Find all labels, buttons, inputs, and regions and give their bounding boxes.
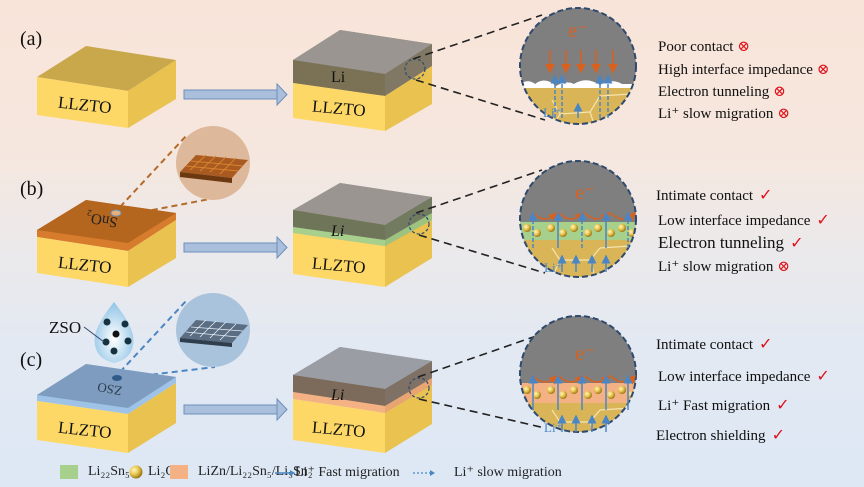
property-a-1: High interface impedance⊗ <box>658 62 830 78</box>
svg-text:LLZTO: LLZTO <box>311 418 366 442</box>
panel-a-label: (a) <box>20 28 42 50</box>
svg-text:LLZTO: LLZTO <box>311 254 366 278</box>
svg-text:e⁻: e⁻ <box>575 343 594 365</box>
process-arrow-a <box>183 82 288 107</box>
interface-zoom-a: e⁻ Li⁺ <box>519 7 637 125</box>
cross-icon: ⊗ <box>816 62 830 78</box>
cross-icon: ⊗ <box>737 39 750 55</box>
check-icon: ✓ <box>790 235 804 252</box>
dashed-arrow-icon <box>413 470 435 476</box>
property-c-2: Li⁺ Fast migration✓ <box>658 397 790 414</box>
property-a-3: Li⁺ slow migration⊗ <box>658 106 790 122</box>
check-icon: ✓ <box>776 397 790 414</box>
sno2-llzto-block: SnO₂ LLZTO <box>37 200 176 287</box>
property-b-0: Intimate contact✓ <box>656 187 773 204</box>
legend-label: Li⁺ slow migration <box>454 465 562 480</box>
cross-icon: ⊗ <box>777 259 790 275</box>
svg-text:Li⁺: Li⁺ <box>544 420 562 435</box>
svg-text:LLZTO: LLZTO <box>311 97 366 121</box>
check-icon: ✓ <box>771 427 785 444</box>
legend-label: LiZn/Li₂₂Sn₅/Li₅Sn₂ <box>198 464 313 479</box>
alloy-swatch <box>170 465 188 479</box>
zso-llzto-block: ZSO LLZTO <box>37 364 176 453</box>
svg-text:Li⁺: Li⁺ <box>543 105 561 120</box>
solid-arrow-icon <box>275 470 295 476</box>
li-llzto-block-a: Li LLZTO <box>293 30 432 131</box>
legend-label: Li₂₂Sn₅ <box>88 464 130 479</box>
property-b-1: Low interface impedance✓ <box>658 212 830 229</box>
legend-label: Li₂O <box>148 464 176 479</box>
legend-label: Li⁺ Fast migration <box>295 465 400 480</box>
svg-text:e⁻: e⁻ <box>568 20 587 42</box>
li-zso-llzto-block: Li LLZTO <box>293 347 432 453</box>
li2o-sphere-icon <box>129 465 143 479</box>
property-b-2: Electron tunneling✓ <box>658 233 804 252</box>
property-c-3: Electron shielding✓ <box>656 427 785 444</box>
panel-c-label: (c) <box>20 349 42 371</box>
li-sno2-llzto-block: Li LLZTO <box>293 183 432 287</box>
sno2-zoom-bubble <box>119 126 250 213</box>
svg-text:Li: Li <box>330 223 344 240</box>
zso-zoom-bubble <box>119 293 250 378</box>
cross-icon: ⊗ <box>777 106 790 122</box>
panel-b-label: (b) <box>20 178 43 200</box>
svg-text:ZSO: ZSO <box>49 318 81 337</box>
check-icon: ✓ <box>816 212 830 229</box>
property-a-0: Poor contact⊗ <box>658 39 750 55</box>
property-c-0: Intimate contact✓ <box>656 336 773 353</box>
svg-text:Li: Li <box>330 387 344 404</box>
svg-text:SnO₂: SnO₂ <box>85 209 119 230</box>
property-a-2: Electron tunneling⊗ <box>658 84 786 100</box>
property-c-1: Low interface impedance✓ <box>658 368 830 385</box>
svg-text:ZSO: ZSO <box>96 380 123 399</box>
process-arrow-b <box>183 235 288 260</box>
interface-zoom-b: e⁻ Li⁺ <box>519 160 637 278</box>
check-icon: ✓ <box>759 336 773 353</box>
legend: Li₂₂Sn₅ Li₂O LiZn/Li₂₂Sn₅/Li₅Sn₂ Li⁺ Fas… <box>0 463 864 483</box>
check-icon: ✓ <box>816 368 830 385</box>
svg-text:Li: Li <box>331 69 346 86</box>
cross-icon: ⊗ <box>773 84 786 100</box>
li22sn5-swatch <box>60 465 78 479</box>
svg-text:Li⁺: Li⁺ <box>544 260 562 275</box>
property-b-3: Li⁺ slow migration⊗ <box>658 259 790 275</box>
llzto-block-a: LLZTO <box>37 46 176 128</box>
check-icon: ✓ <box>759 187 773 204</box>
zso-droplet: ZSO <box>49 302 134 363</box>
svg-text:e⁻: e⁻ <box>575 182 594 204</box>
interface-zoom-c: e⁻ Li⁺ <box>519 315 637 435</box>
process-arrow-c <box>183 397 288 422</box>
